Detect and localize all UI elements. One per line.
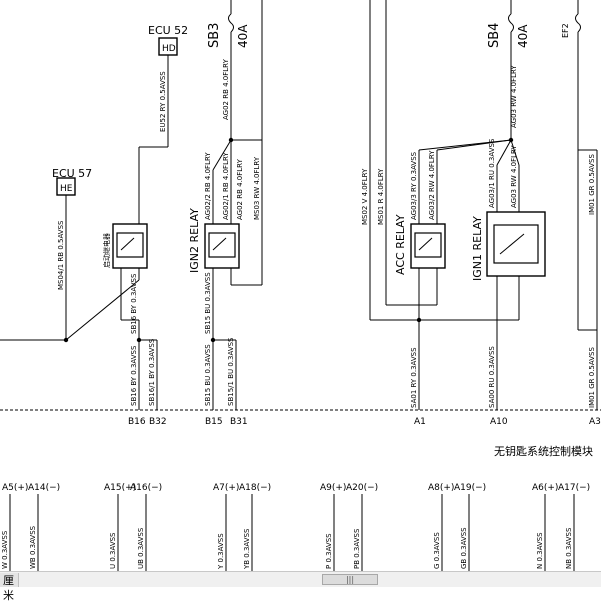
lower-wire-label-u: U 0.3AVSS <box>109 532 117 569</box>
connector-a15: A15(+) <box>104 483 136 493</box>
ruler-unit-box: 厘米 <box>0 573 19 602</box>
wire-label-sb15-1: SB15/1 BU 0.3AVSS <box>227 337 235 406</box>
connector-a5: A5(+) <box>2 483 28 493</box>
ruler-unit-label: 厘米 <box>3 574 14 602</box>
wire-label-sb15-lower: SB15 BU 0.3AVSS <box>204 344 212 406</box>
lower-wire-label-yb: YB 0.3AVSS <box>243 528 251 570</box>
wire-label-sb16-lower: SB16 BY 0.3AVSS <box>130 345 138 406</box>
relay-ign2-label: IGN2 RELAY <box>188 208 201 273</box>
connector-a18: A18(−) <box>239 483 271 493</box>
wire-label-ag02-rb: AG02 RB 4.0FLRY <box>236 158 244 220</box>
connector-a8: A8(+) <box>428 483 454 493</box>
wire-label-sb16-1: SB16/1 BY 0.3AVSS <box>148 338 156 406</box>
lower-wire-label-gb: GB 0.3AVSS <box>460 527 468 569</box>
lower-wire-labels: W 0.3AVSS WB 0.3AVSS U 0.3AVSS UB 0.3AVS… <box>1 525 573 570</box>
relay-ign1-label: IGN1 RELAY <box>471 216 484 281</box>
scrollbar-thumb[interactable]: ||| <box>322 574 378 585</box>
wire-label-ms01: MS01 R 4.0FLRY <box>377 168 385 225</box>
wire-label-sb16: SB16 BY 0.3AVSS <box>130 273 138 334</box>
ecu-52-connector-box <box>158 37 178 56</box>
relay-acc-coil <box>414 232 442 258</box>
relay-ign2-coil <box>208 232 236 258</box>
ecu-52-source: ECU 52 HD <box>148 24 188 56</box>
ecu-57-connector-box <box>56 177 76 196</box>
relay-ign2-box <box>204 223 240 269</box>
lower-wire-label-w: W 0.3AVSS <box>1 530 9 569</box>
connector-a16: A16(−) <box>130 483 162 493</box>
wire-label-eu52: EU52 RY 0.5AVSS <box>159 71 167 132</box>
connector-a14: A14(−) <box>28 483 60 493</box>
connector-a19: A19(−) <box>454 483 486 493</box>
ecu-57-code: HE <box>60 184 73 194</box>
lower-wire-label-wb: WB 0.3AVSS <box>29 525 37 569</box>
connector-a17: A17(−) <box>558 483 590 493</box>
lower-wire-label-p: P 0.3AVSS <box>325 533 333 569</box>
lower-connector-wires <box>9 494 575 571</box>
connector-a6: A6(+) <box>532 483 558 493</box>
lower-wire-label-nb: NB 0.3AVSS <box>565 527 573 569</box>
horizontal-scrollbar[interactable]: 厘米 ||| <box>0 571 601 602</box>
relay-ign1-box <box>486 211 546 277</box>
pin-b15: B15 <box>205 417 223 427</box>
fuse-sb3-rating: 40A <box>236 24 250 48</box>
wire-label-im01-top: IM01 GR 0.5AVSS <box>588 154 596 215</box>
relay-starter-box <box>112 223 148 269</box>
pin-b32: B32 <box>149 417 167 427</box>
wire-label-ms03: MS03 RW 4.0FLRY <box>253 156 261 220</box>
relay-acc: ACC RELAY <box>394 214 446 275</box>
connector-a9: A9(+) <box>320 483 346 493</box>
lower-wire-label-ub: UB 0.3AVSS <box>137 527 145 569</box>
wire-label-ag02-2: AG02/2 RB 4.0FLRY <box>204 152 212 220</box>
pin-a10: A10 <box>490 417 508 427</box>
fuse-sb3-name: SB3 <box>207 23 222 48</box>
relay-ign1: IGN1 RELAY <box>471 211 546 281</box>
ecu-57-label: ECU 57 <box>52 167 92 180</box>
wire-label-ag03: AG03 RW 4.0FLRY <box>510 145 518 208</box>
ecu-57-source: ECU 57 HE <box>52 167 92 196</box>
lower-wire-label-n: N 0.3AVSS <box>536 532 544 569</box>
wire-network <box>0 0 601 411</box>
wire-label-ag02-1: AG02/1 RB 4.0FLRY <box>222 152 230 220</box>
lower-wire-label-y: Y 0.3AVSS <box>217 533 225 570</box>
module-title: 无钥匙系统控制模块 <box>494 444 593 458</box>
ecu-52-label: ECU 52 <box>148 24 188 37</box>
connector-a7: A7(+) <box>213 483 239 493</box>
wire-label-sb15: SB15 BU 0.3AVSS <box>204 272 212 334</box>
wire-label-im01-bottom: IM01 GR 0.5AVSS <box>588 347 596 408</box>
wire-label-ag03-1: AG03/1 RU 0.3AVSS <box>488 138 496 208</box>
relay-ign2: IGN2 RELAY <box>188 208 240 273</box>
wire-label-sa01: SA01 RY 0.3AVSS <box>410 347 418 408</box>
ecu-52-code: HD <box>162 44 176 54</box>
lower-connector-labels: A5(+) A14(−) A15(+) A16(−) A7(+) A18(−) … <box>2 483 590 493</box>
pin-b31: B31 <box>230 417 248 427</box>
relay-acc-box <box>410 223 446 269</box>
lower-wire-label-pb: PB 0.3AVSS <box>353 528 361 569</box>
module-pins: B16 B32 B15 B31 A1 A10 A3 <box>128 417 601 427</box>
wire-label-ag03-top: AG03 RW 4.0FLRY <box>510 65 518 128</box>
relay-starter-coil <box>116 232 144 258</box>
wire-label-ag02: AG02 RB 4.0FLRY <box>222 58 230 120</box>
wiring-schematic: ECU 52 HD ECU 57 HE SB3 40A SB4 40A EF2 … <box>0 0 601 571</box>
fuse-symbols <box>228 13 581 33</box>
wire-label-ag03-3: AG03/3 RY 0.3AVSS <box>410 151 418 220</box>
connector-a20: A20(−) <box>346 483 378 493</box>
wire-label-ms04: MS04/1 RB 0.5AVSS <box>57 220 65 290</box>
fuse-sb4-rating: 40A <box>516 24 530 48</box>
pin-b16: B16 <box>128 417 146 427</box>
fuse-sb4-name: SB4 <box>487 23 502 48</box>
wire-label-sa00: SA00 RU 0.3AVSS <box>488 346 496 408</box>
relay-starter-label: 启动继电器 <box>102 233 111 268</box>
relay-starter: 启动继电器 <box>102 223 148 269</box>
relay-acc-label: ACC RELAY <box>394 214 407 275</box>
pin-a3: A3 <box>589 417 601 427</box>
wire-labels: EU52 RY 0.5AVSS AG02 RB 4.0FLRY AG02/2 R… <box>57 58 596 408</box>
relay-ign1-coil <box>493 224 539 264</box>
pin-a1: A1 <box>414 417 426 427</box>
wire-label-ag03-2: AG03/2 RW 4.0FLRY <box>428 150 436 220</box>
wire-label-ms02: MS02 V 4.0FLRY <box>361 168 369 225</box>
fuse-ef2-name: EF2 <box>561 23 570 38</box>
lower-wire-label-g: G 0.3AVSS <box>433 532 441 569</box>
